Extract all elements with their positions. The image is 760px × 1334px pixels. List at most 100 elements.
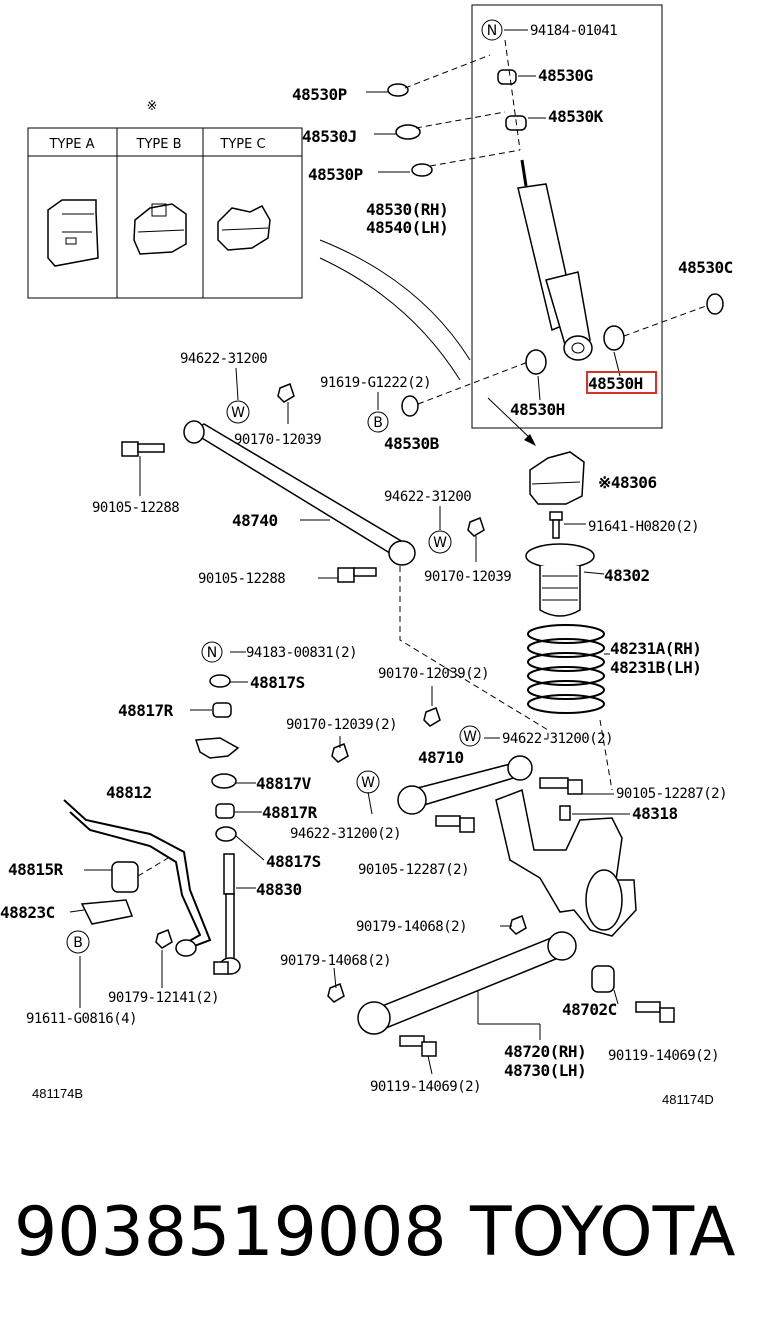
circle-n-1: N xyxy=(481,19,503,41)
label-48830: 48830 xyxy=(256,880,302,899)
label-94622-b: 94622-31200 xyxy=(384,489,471,505)
spring-bumper-48302 xyxy=(525,543,595,617)
label-48823c: 48823C xyxy=(0,903,55,922)
nut-90170-d xyxy=(331,743,349,763)
label-90105-a: 90105-12288 xyxy=(92,500,179,516)
bolt-90105-right xyxy=(539,777,583,795)
bolt-90105-left xyxy=(121,441,165,457)
label-48817v: 48817V xyxy=(256,774,312,793)
label-48530h: 48530H xyxy=(510,400,565,419)
nut-90179-a xyxy=(509,915,527,935)
label-48702c: 48702C xyxy=(562,1000,617,1019)
axle-housing xyxy=(495,788,637,937)
label-48302: 48302 xyxy=(604,566,650,585)
nut-90179-c xyxy=(155,929,173,949)
label-90119-a: 90119-14069(2) xyxy=(608,1048,719,1064)
label-91641: 91641-H0820(2) xyxy=(588,519,699,535)
part-number: 9038519008 xyxy=(14,1193,447,1272)
label-90105-d: 90105-12287(2) xyxy=(358,862,469,878)
label-48815r: 48815R xyxy=(8,860,64,879)
washer-48530p-mid xyxy=(411,163,433,177)
type-table: ※ TYPE A TYPE B TYPE C xyxy=(27,99,303,299)
svg-text:W: W xyxy=(463,729,477,745)
bracket-48823c xyxy=(80,899,134,925)
label-48530c: 48530C xyxy=(678,258,733,277)
label-90170-a: 90170-12039 xyxy=(234,432,321,448)
label-91611: 91611-G0816(4) xyxy=(26,1011,137,1027)
label-48231a: 48231A(RH) xyxy=(610,639,701,658)
code-right: 481174D xyxy=(662,1092,714,1107)
label-48540-lh: 48540(LH) xyxy=(366,218,448,237)
label-48817r-a: 48817R xyxy=(118,701,174,720)
label-90119-b: 90119-14069(2) xyxy=(370,1079,481,1095)
coil-spring-48231 xyxy=(527,624,605,714)
bolt-90119-left xyxy=(399,1035,437,1057)
label-48812: 48812 xyxy=(106,783,152,802)
label-48817s-a: 48817S xyxy=(250,673,305,692)
label-90170-c: 90170-12039(2) xyxy=(378,666,489,682)
bumper-type-c xyxy=(217,205,271,251)
label-48740: 48740 xyxy=(232,511,278,530)
bushing-48530h-left xyxy=(525,349,547,375)
label-48530-rh: 48530(RH) xyxy=(366,200,448,219)
bolt-91641 xyxy=(549,511,563,539)
stabilizer-link-48830 xyxy=(213,853,241,975)
label-48530b: 48530B xyxy=(384,434,440,453)
label-94622-d: 94622-31200(2) xyxy=(290,826,401,842)
part-labels: 94184-01041 48530G 48530P 48530K 48530J … xyxy=(0,23,733,1107)
cushion-48817r-a xyxy=(212,702,232,718)
circle-b-1: B xyxy=(367,411,389,433)
cushion-48817r-b xyxy=(215,803,235,819)
type-table-marker: ※ xyxy=(147,99,158,114)
brand-name: TOYOTA xyxy=(469,1193,735,1272)
label-48530g: 48530G xyxy=(538,66,593,85)
bracket-link xyxy=(194,737,240,759)
svg-text:W: W xyxy=(433,535,447,551)
highlight-48530h[interactable] xyxy=(586,371,657,394)
label-94183: 94183-00831(2) xyxy=(246,645,357,661)
circle-w-3: W xyxy=(459,725,481,747)
upper-arm-48740 xyxy=(183,420,416,566)
body-rail-curve xyxy=(319,239,471,361)
code-left: 481174B xyxy=(32,1086,83,1101)
lateral-rod-48710 xyxy=(397,755,533,815)
label-90105-c: 90105-12287(2) xyxy=(616,786,727,802)
bump-stopper-48306 xyxy=(529,451,585,505)
circle-n-2: N xyxy=(201,641,223,663)
nut-90170-a xyxy=(277,383,295,403)
nut-90170-c xyxy=(423,707,441,727)
label-94622-c: 94622-31200(2) xyxy=(502,731,613,747)
label-48720: 48720(RH) xyxy=(504,1042,586,1061)
bumper-type-a xyxy=(47,199,99,267)
label-48318: 48318 xyxy=(632,804,678,823)
circle-w-2: W xyxy=(428,530,452,554)
circle-w-1: W xyxy=(226,400,250,424)
svg-text:B: B xyxy=(373,415,383,431)
label-90105-b: 90105-12288 xyxy=(198,571,285,587)
label-48730: 48730(LH) xyxy=(504,1061,586,1080)
label-90170-d: 90170-12039(2) xyxy=(286,717,397,733)
nut-90179-b xyxy=(327,983,345,1003)
svg-text:W: W xyxy=(361,775,375,791)
lower-arm-48720 xyxy=(357,931,577,1035)
cushion-48817s-b xyxy=(215,826,237,842)
type-c-header: TYPE C xyxy=(219,137,265,152)
label-48710: 48710 xyxy=(418,748,464,767)
label-90170-b: 90170-12039 xyxy=(424,569,511,585)
label-48530p-mid: 48530P xyxy=(308,165,363,184)
label-90179-a: 90179-14068(2) xyxy=(356,919,467,935)
label-48817r-b: 48817R xyxy=(262,803,318,822)
bushing-48530h-right xyxy=(603,325,625,351)
bushing-48530g xyxy=(497,69,517,85)
label-48817s-b: 48817S xyxy=(266,852,321,871)
label-91619: 91619-G1222(2) xyxy=(320,375,431,391)
label-48530k: 48530K xyxy=(548,107,604,126)
shock-group-frame xyxy=(471,4,663,429)
type-b-header: TYPE B xyxy=(136,137,182,152)
stud-48318 xyxy=(559,805,571,821)
label-48530h-highlighted: 48530H xyxy=(588,374,643,393)
label-94184-01041: 94184-01041 xyxy=(530,23,617,39)
label-48530p-top: 48530P xyxy=(292,85,347,104)
bumper-type-b xyxy=(133,203,187,255)
